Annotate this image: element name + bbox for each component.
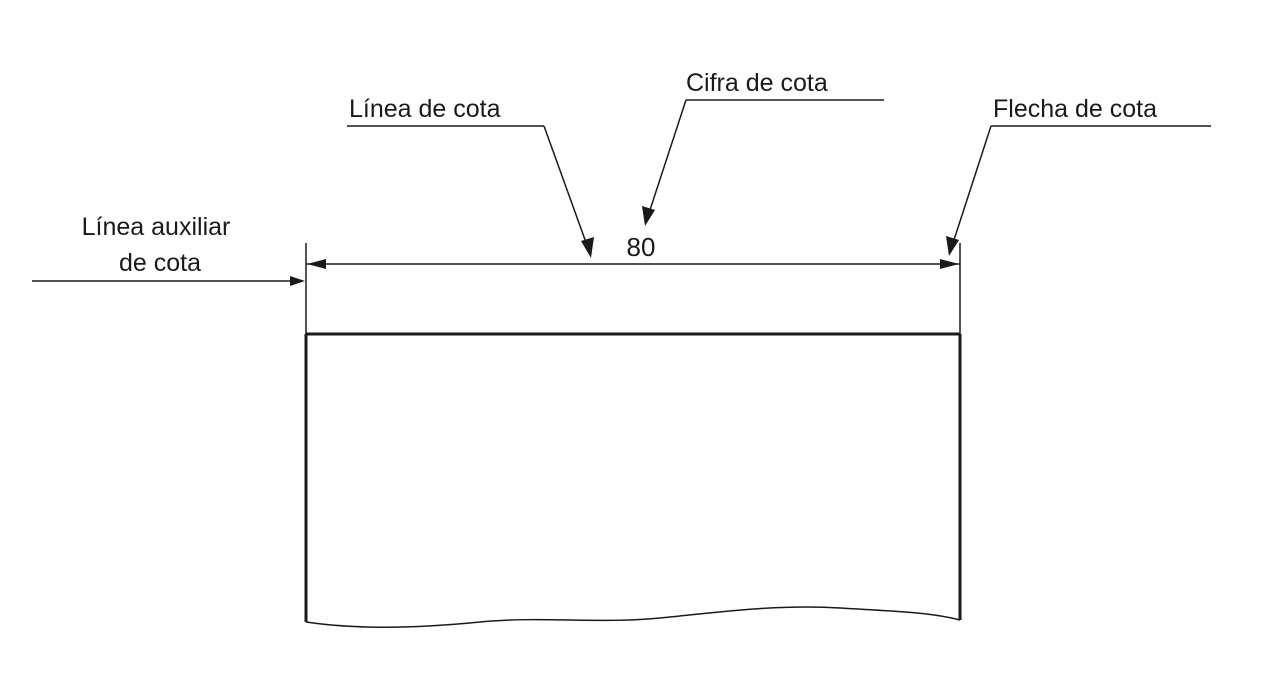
part-break-line	[305, 606, 961, 628]
leader-arrow-extension-line	[290, 276, 305, 286]
dimension-arrow-left	[307, 259, 326, 269]
label-dimension-line: Línea de cota	[349, 95, 501, 123]
leader-arrow-dimension-arrow	[946, 236, 959, 256]
dimension-figure: 80	[627, 232, 656, 262]
label-extension-line-1: Línea auxiliar	[82, 213, 231, 241]
leader-dimension-figure	[647, 99, 687, 217]
label-dimension-arrow: Flecha de cota	[993, 95, 1157, 123]
part-outline	[304, 332, 962, 628]
leader-dimension-line	[543, 125, 589, 249]
label-extension-line-2: de cota	[119, 249, 201, 277]
leader-dimension-arrow	[951, 125, 992, 247]
leader-arrow-dimension-figure	[642, 206, 655, 226]
label-dimension-figure: Cifra de cota	[686, 69, 828, 97]
leader-arrow-dimension-line	[581, 237, 594, 258]
dimension-arrow-right	[940, 259, 959, 269]
